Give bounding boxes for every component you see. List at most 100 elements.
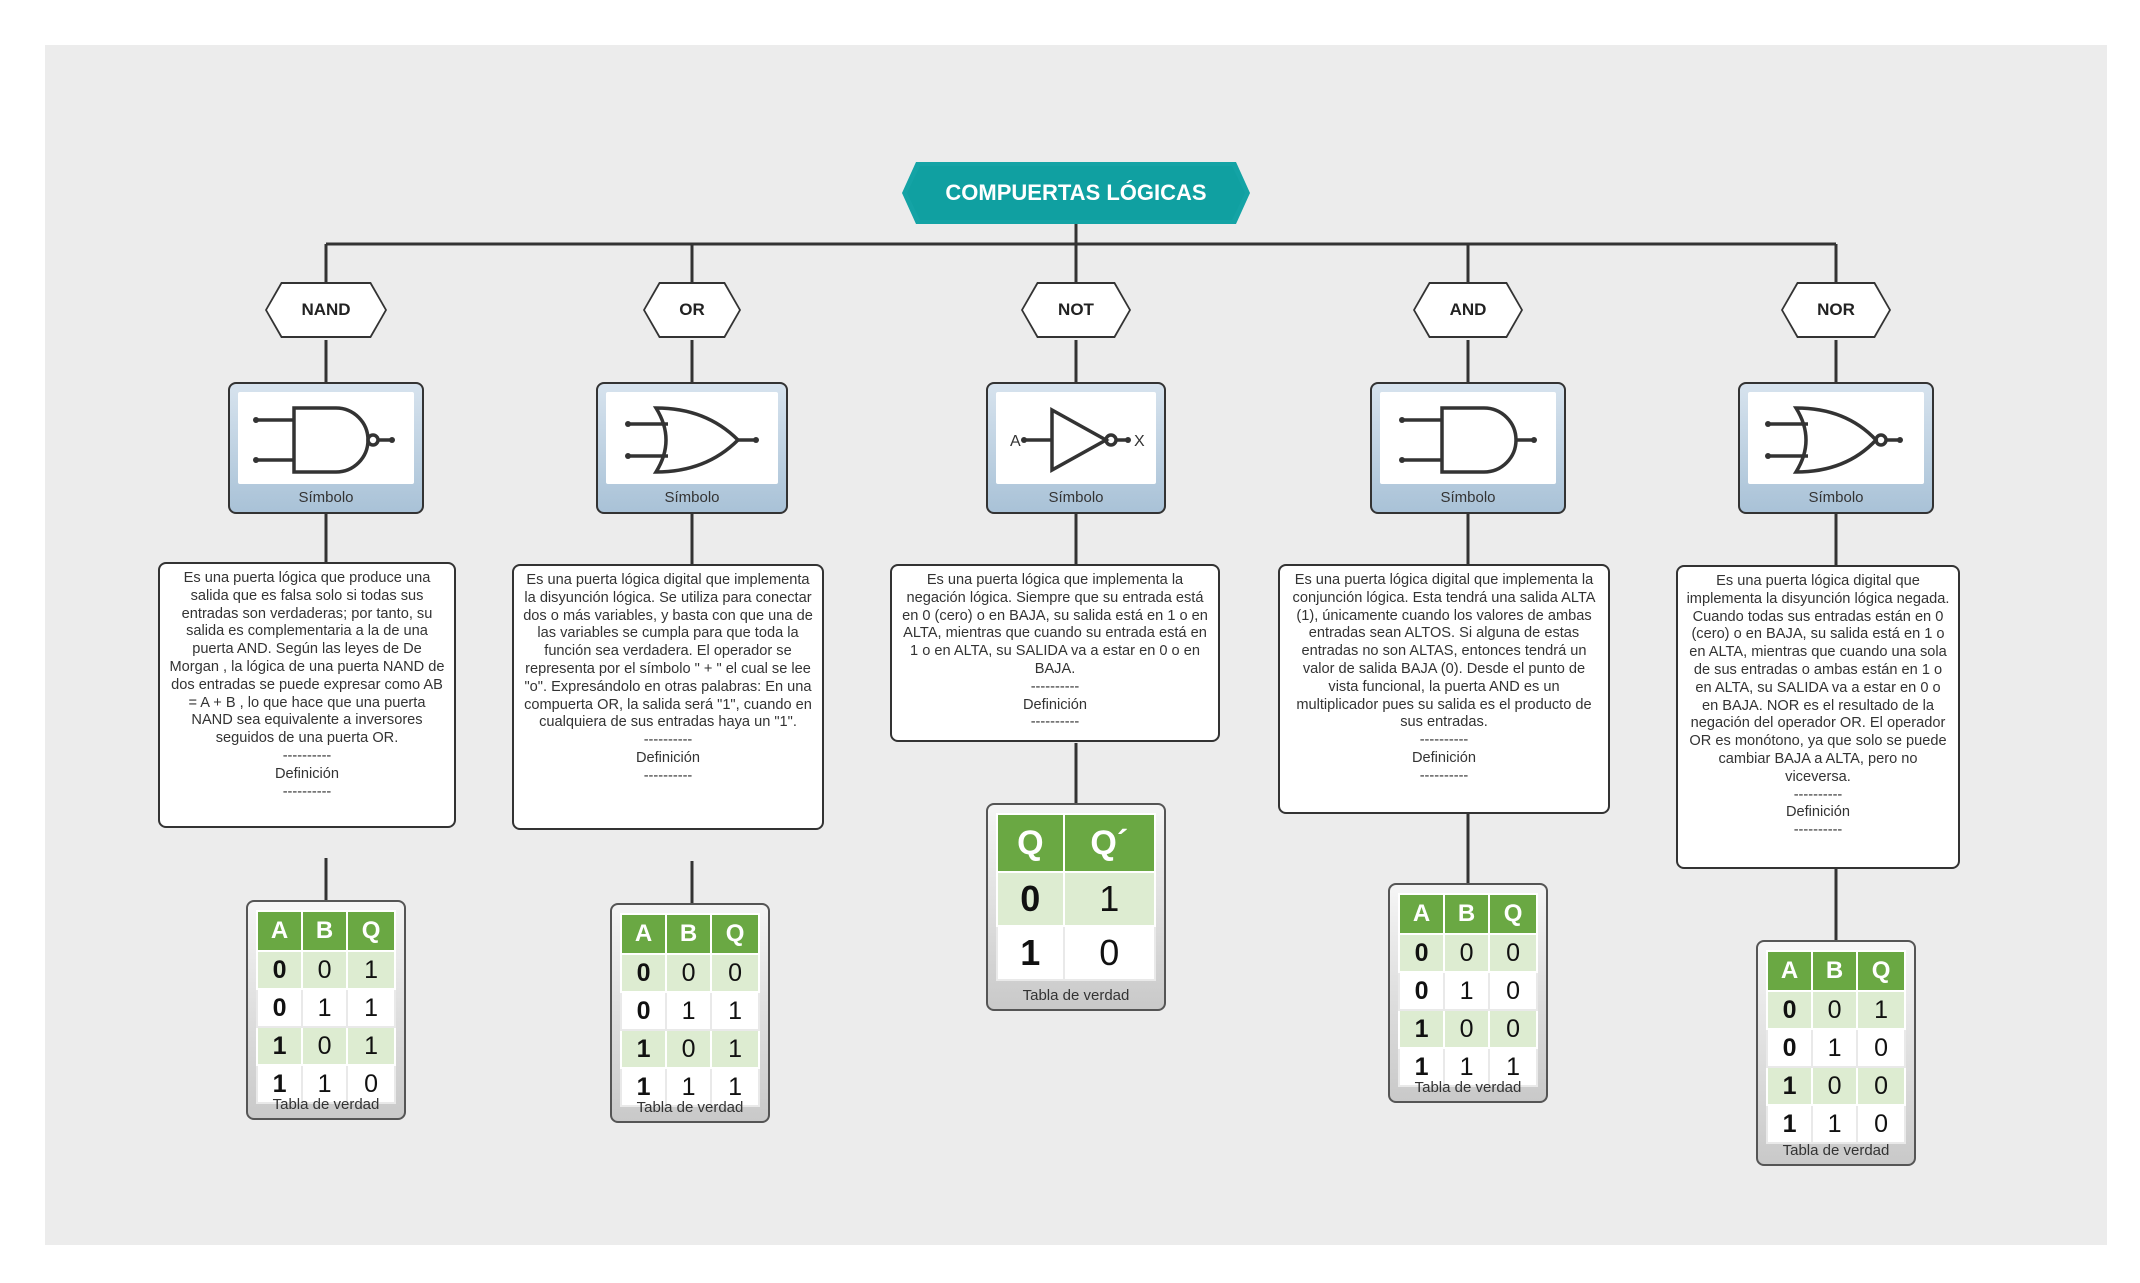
table-cell: 0 [710,953,760,993]
output-label: X [1134,433,1145,450]
definition-text: Es una puerta lógica digital que impleme… [523,572,813,731]
table-cell: 0 [255,988,304,1028]
definition-box-nand: Es una puerta lógica que produce una sal… [158,562,456,828]
table-cell: 1 [255,1064,304,1104]
table-cell: 0 [1488,971,1538,1011]
definition-box-and: Es una puerta lógica digital que impleme… [1278,564,1610,814]
symbol-card-or: Símbolo [596,382,788,514]
table-cell: 0 [996,871,1065,927]
table-cell: 0 [1062,925,1157,981]
gate-name: AND [1415,284,1521,336]
table-cell: 1 [1397,1009,1446,1049]
table-cell: 1 [1765,1066,1814,1106]
table-cell: 1 [710,1067,760,1107]
symbol-label: Símbolo [298,489,354,506]
gate-name: OR [645,284,739,336]
table-cell: 0 [1811,990,1859,1030]
separator: ---------- [1030,678,1080,695]
table-cell: 1 [996,925,1065,981]
truth-table-label: Tabla de verdad [272,1096,380,1113]
column-header: A [1397,893,1446,935]
separator: ---------- [1419,732,1469,749]
table-cell: 0 [1856,1066,1906,1106]
truth-table-label: Tabla de verdad [1782,1142,1890,1159]
table-cell: 0 [665,953,713,993]
separator: ---------- [282,783,332,800]
column-header: B [665,913,713,955]
table-cell: 0 [1443,933,1491,973]
definition-caption: Definición [1785,804,1851,821]
table-cell: 0 [255,950,304,990]
and-gate-drawing [1399,406,1537,474]
nor-gate-drawing [1765,406,1903,474]
table-cell: 1 [619,1029,668,1069]
definition-box-or: Es una puerta lógica digital que impleme… [512,564,824,830]
truth-table-label: Tabla de verdad [1414,1079,1522,1096]
definition-box-nor: Es una puerta lógica digital que impleme… [1676,565,1960,869]
gate-label-and: AND [1413,282,1523,338]
gate-name: NOR [1783,284,1889,336]
table-cell: 0 [301,1026,349,1066]
table-cell: 0 [619,991,668,1031]
separator: ---------- [643,767,693,784]
definition-text: Es una puerta lógica que produce una sal… [169,570,445,747]
symbol-label: Símbolo [1440,489,1496,506]
gate-label-not: NOT [1021,282,1131,338]
column-header: Q [710,913,760,955]
table-cell: 0 [1397,971,1446,1011]
symbol-card-nor: Símbolo [1738,382,1934,514]
truth-table-label: Tabla de verdad [636,1099,744,1116]
table-cell: 0 [1488,933,1538,973]
separator: ---------- [1419,767,1469,784]
symbol-label: Símbolo [664,489,720,506]
column-header: A [619,913,668,955]
table-cell: 1 [346,1026,396,1066]
table-cell: 0 [665,1029,713,1069]
table-cell: 1 [619,1067,668,1107]
table-cell: 0 [301,950,349,990]
table-cell: 1 [1811,1028,1859,1068]
table-cell: 1 [301,1064,349,1104]
table-cell: 1 [1488,1047,1538,1087]
separator: ---------- [1793,822,1843,839]
column-header: Q´ [1062,813,1157,873]
table-cell: 1 [1765,1104,1814,1144]
nor-gate-icon [1748,392,1924,484]
table-cell: 1 [665,991,713,1031]
table-cell: 1 [1811,1104,1859,1144]
table-cell: 0 [346,1064,396,1104]
not-gate-drawing: A X [1010,407,1145,473]
table-cell: 0 [1488,1009,1538,1049]
column-header: A [255,910,304,952]
definition-caption: Definición [635,749,701,766]
table-cell: 0 [1765,990,1814,1030]
column-header: B [1443,893,1491,935]
gate-label-or: OR [643,282,741,338]
table-cell: 1 [346,950,396,990]
table-cell: 1 [346,988,396,1028]
page-title: COMPUERTAS LÓGICAS [907,166,1245,220]
table-cell: 0 [1397,933,1446,973]
separator: ---------- [1793,786,1843,803]
separator: ---------- [282,747,332,764]
gate-name: NAND [267,284,385,336]
symbol-card-nand: Símbolo [228,382,424,514]
table-cell: 1 [301,988,349,1028]
symbol-label: Símbolo [1048,489,1104,506]
table-cell: 1 [1443,971,1491,1011]
symbol-card-and: Símbolo [1370,382,1566,514]
gate-label-nor: NOR [1781,282,1891,338]
